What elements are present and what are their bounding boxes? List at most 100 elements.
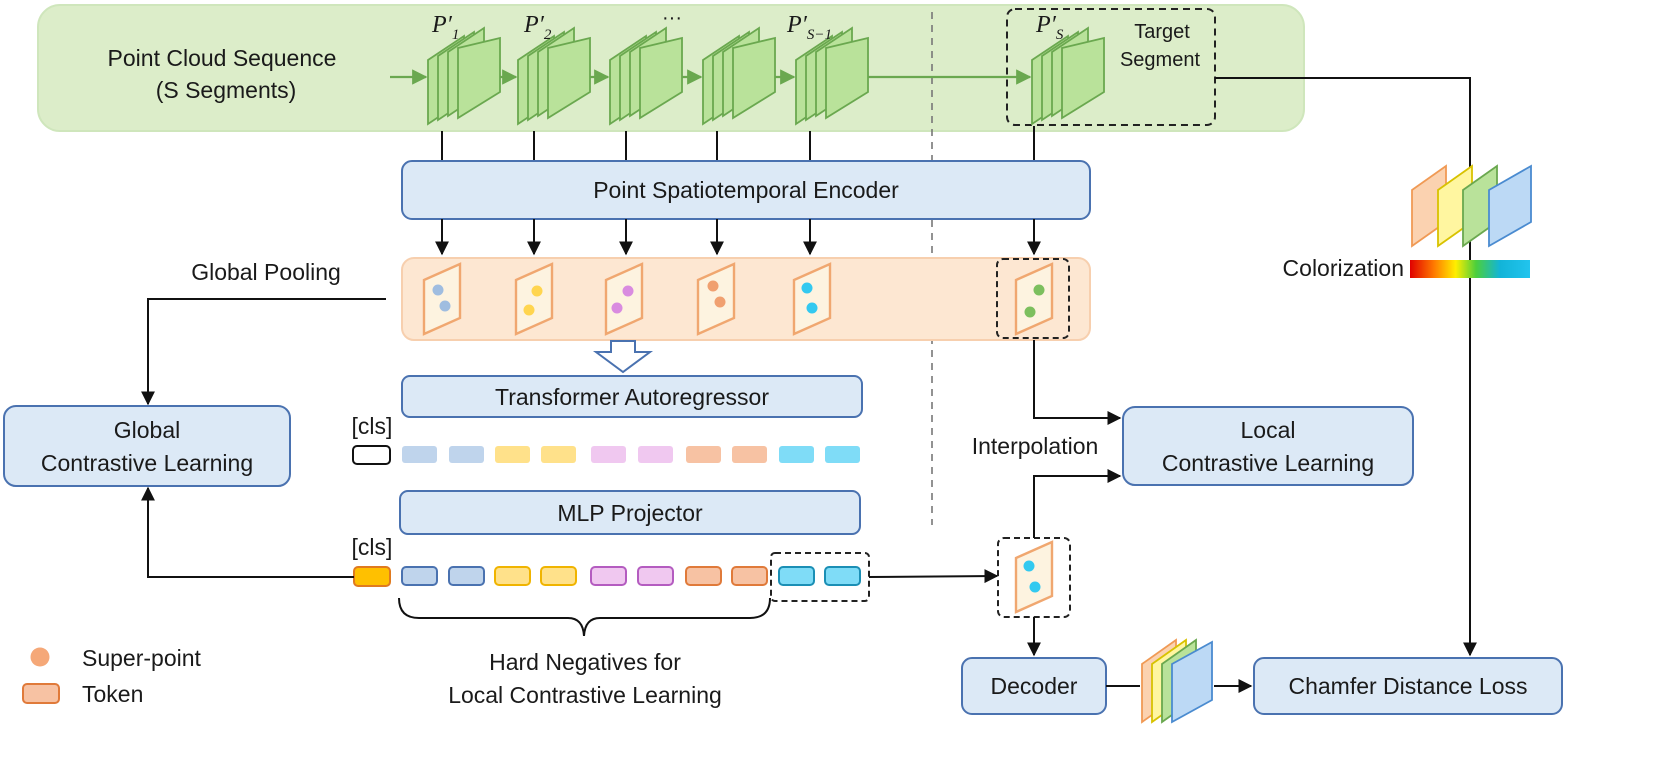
legend-superpoint-icon [30, 647, 50, 667]
segment-label-ellipsis: ··· [662, 7, 682, 29]
cls-label-upper: [cls] [352, 413, 393, 439]
segment-stack-2 [517, 26, 591, 126]
token [824, 566, 861, 586]
sequence-title: Point Cloud Sequence [108, 45, 337, 71]
hollow-down-arrow [592, 340, 654, 374]
global-cl-label-2: Contrastive Learning [41, 450, 253, 476]
upper-token-row [402, 446, 860, 463]
interpolation-label: Interpolation [972, 433, 1099, 459]
segment-stack-3 [609, 26, 683, 126]
token [541, 446, 576, 463]
local-cl-label-1: Local [1241, 417, 1296, 443]
colorized-target-stack [1411, 164, 1532, 248]
target-label-1: Target [1134, 21, 1190, 43]
local-cl-label-2: Contrastive Learning [1162, 450, 1374, 476]
token [685, 566, 722, 586]
superpoint-dot [707, 280, 719, 292]
superpoint-dot [1033, 284, 1045, 296]
token [825, 446, 860, 463]
token [590, 566, 627, 586]
superpoint-dot [622, 285, 634, 297]
chamfer-box [1253, 657, 1563, 715]
target-segment-box [1006, 8, 1216, 126]
mlp-label: MLP Projector [557, 500, 703, 526]
token [637, 566, 674, 586]
hard-negatives-label-1: Hard Negatives for [489, 649, 681, 675]
hard-negatives-brace [398, 597, 771, 637]
sequence-to-encoder-lines [441, 126, 1035, 161]
feature-card-3 [604, 262, 644, 336]
positive-to-predicted-arrow [868, 569, 999, 584]
predicted-to-local-arrow [1033, 469, 1122, 538]
segment-label-s: P′S [1035, 12, 1064, 43]
token [638, 446, 673, 463]
token [495, 446, 530, 463]
encoder-box [401, 160, 1091, 220]
hard-negatives-label-2: Local Contrastive Learning [448, 682, 722, 708]
segment-stack-4 [702, 26, 776, 126]
superpoint-dot [1029, 581, 1041, 593]
mlp-box [399, 490, 861, 535]
lower-token-row [401, 566, 861, 586]
colorization-label: Colorization [1283, 255, 1404, 281]
token [591, 446, 626, 463]
token [401, 566, 438, 586]
global-cl-label-1: Global [114, 417, 180, 443]
superpoint-dot [1023, 560, 1035, 572]
colorization-colorbar [1410, 260, 1530, 278]
sequence-subtitle: (S Segments) [156, 77, 297, 103]
feature-card-1 [422, 262, 462, 336]
target-label-2: Segment [1120, 49, 1200, 71]
local-cl-box [1122, 406, 1414, 486]
feature-card-target [1014, 262, 1054, 336]
superpoint-dot [714, 296, 726, 308]
decoder-label: Decoder [991, 673, 1078, 699]
segment-stack-target [1031, 26, 1105, 126]
superpoint-dot [523, 304, 535, 316]
target-to-local-arrow [1033, 340, 1122, 425]
token [779, 446, 814, 463]
feature-card-5 [792, 262, 832, 336]
segment-label-2: P′2 [523, 12, 552, 43]
token [402, 446, 437, 463]
transformer-label: Transformer Autoregressor [495, 384, 769, 410]
encoder-to-feature-arrows [435, 219, 1041, 256]
token [494, 566, 531, 586]
token [449, 446, 484, 463]
legend-superpoint-label: Super-point [82, 645, 202, 671]
token [731, 566, 768, 586]
superpoint-dot [611, 302, 623, 314]
token [686, 446, 721, 463]
target-feature-box [996, 258, 1070, 339]
feature-card-2 [514, 262, 554, 336]
cls-token-lower [353, 566, 391, 587]
superpoint-dot [801, 282, 813, 294]
segment-label-1: P′1 [431, 12, 459, 43]
token [732, 446, 767, 463]
positive-token-box [770, 552, 870, 602]
segment-stack-1 [427, 26, 501, 126]
token [448, 566, 485, 586]
cls-token-upper [352, 445, 391, 465]
superpoint-dot [531, 285, 543, 297]
global-cl-box [3, 405, 291, 487]
legend-token-label: Token [82, 681, 143, 707]
feature-band [401, 257, 1091, 341]
decoded-colored-stack [1141, 638, 1213, 724]
encoder-label: Point Spatiotemporal Encoder [593, 177, 899, 203]
global-pooling-arrow [141, 298, 386, 406]
token [540, 566, 577, 586]
segment-label-s-minus-1: P′S−1 [786, 12, 832, 43]
feature-card-4 [696, 262, 736, 336]
cls-to-global-arrow [141, 486, 354, 578]
feature-card-predicted [1014, 540, 1054, 614]
global-pooling-label: Global Pooling [191, 259, 341, 285]
superpoint-dot [806, 302, 818, 314]
superpoint-dot [439, 300, 451, 312]
token [778, 566, 815, 586]
cls-label-lower: [cls] [352, 534, 393, 560]
target-to-chamfer-arrow [1215, 77, 1477, 657]
transformer-box [401, 375, 863, 418]
segment-stack-5 [795, 26, 869, 126]
